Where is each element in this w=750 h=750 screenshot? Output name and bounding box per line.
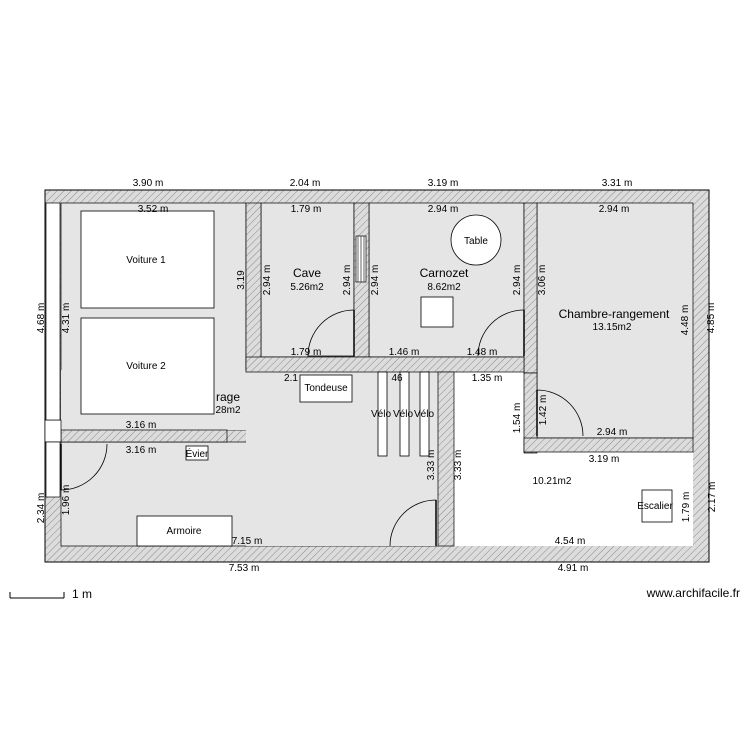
dim-top-inner-3: 2.94 m [428,204,459,215]
dim-right-lower-outer: 2.17 m [707,482,718,513]
dim-cave-left: 2.94 m [262,265,273,296]
chambre-name: Chambre-rangement [559,307,670,321]
dim-top-outer-3: 3.19 m [428,178,459,189]
door-cave [307,309,355,357]
door-carnozet [477,309,525,357]
dim-carnozet-left: 2.94 m [370,265,381,296]
dim-carnozet-bottom-right: 1.48 m [467,347,498,358]
tondeuse-label: Tondeuse [304,383,348,394]
dim-left-outer: 4.68 m [36,303,47,334]
window-left-bottom [45,441,61,498]
hall-area: 10.21m2 [533,476,572,487]
tondeuse [299,374,353,403]
dim-bottom-outer-right: 4.91 m [558,563,589,574]
dim-hall-step: 3.19 m [589,454,620,465]
carnozet-block [420,296,454,328]
voiture-1-label: Voiture 1 [126,255,166,266]
dim-left-lower-inner: 1.96 m [61,485,72,516]
dim-center-wall-a: 3.33 m [426,450,437,481]
dim-top-inner-4: 2.94 m [599,204,630,215]
velo-1-label: Vélo [371,409,391,420]
dim-left-lower-outer: 2.34 m [36,493,47,524]
door-garage-left [60,443,108,491]
wall-garage-cave [245,202,262,371]
furniture: Voiture 1 Voiture 2 Table Tondeuse Vélo … [80,210,673,547]
wall-garage-horizontal [60,429,228,443]
dimension-labels: 3.90 m 2.04 m 3.19 m 3.31 m 3.52 m 1.79 … [36,178,718,574]
dim-left-inner: 4.31 m [61,303,72,334]
dim-under-tondeuse: 46 [391,373,403,384]
velo-3 [419,371,430,457]
dim-garage-right: 3.19 [236,270,247,290]
dim-bottom-outer-left: 7.53 m [229,563,260,574]
hall-floor-upper [454,372,524,546]
voiture-1 [80,210,215,309]
dim-bottom-inner-left: 7.15 m [232,536,263,547]
scale-bar: 1 m [9,587,92,601]
velo-2 [399,371,410,457]
dim-stair-wall-a: 1.54 m [512,403,523,434]
dim-hall-top: 1.35 m [472,373,503,384]
door-chambre [536,389,584,437]
scale-label: 1 m [72,587,92,601]
watermark: www.archifacile.fr [646,586,740,600]
wall-carnozet-chambre [523,202,538,374]
dim-right-lower-inner: 1.79 m [681,492,692,523]
chambre-area: 13.15m2 [593,322,632,333]
dim-chambre-bottom: 2.94 m [597,427,628,438]
dim-stair-wall-b: 1.42 m [538,395,549,426]
wall-left-stub [44,419,62,443]
escalier [641,489,673,523]
dim-cave-right: 2.94 m [342,265,353,296]
dim-bottom-inner-right: 4.54 m [555,536,586,547]
dim-center-wall-b: 3.33 m [453,450,464,481]
window-left-top [45,202,61,421]
wall-under-cave [245,356,525,373]
evier [185,445,209,461]
voiture-2-label: Voiture 2 [126,361,166,372]
garage-area: 28m2 [215,405,240,416]
carnozet-name: Carnozet [420,266,469,280]
dim-top-inner-2: 1.79 m [291,204,322,215]
room-labels: Cave 5.26m2 Carnozet 8.62m2 Chambre-rang… [215,266,670,487]
dim-under-cave: 2.1 [284,373,298,384]
dim-garage-wall-bottom: 3.16 m [126,445,157,456]
armoire [136,515,233,547]
velo-3-label: Vélo [414,409,434,420]
dim-chambre-right: 4.48 m [680,305,691,336]
dim-carnozet-right: 2.94 m [512,265,523,296]
carnozet-floor [368,202,525,358]
cave-area: 5.26m2 [290,282,324,293]
door-center [389,499,437,547]
dim-cave-bottom: 1.79 m [291,347,322,358]
voiture-2 [80,317,215,415]
garage-name: rage [216,390,240,404]
dim-chambre-left: 3.06 m [537,265,548,296]
dim-top-outer-4: 3.31 m [602,178,633,189]
dim-top-inner-1: 3.52 m [138,204,169,215]
dim-garage-wall-top: 3.16 m [126,420,157,431]
velo-1 [377,371,388,457]
table-label: Table [464,236,488,247]
table [450,214,502,266]
wall-center [437,371,455,547]
dim-right-outer-top: 4.85 m [706,303,717,334]
velo-2-label: Vélo [393,409,413,420]
escalier-label: Escalier [637,501,673,512]
carnozet-area: 8.62m2 [427,282,461,293]
wall-chambre-bottom [523,437,694,453]
chambre-floor [536,202,694,439]
dim-top-outer-1: 3.90 m [133,178,164,189]
dim-carnozet-bottom-left: 1.46 m [389,347,420,358]
doors [60,309,584,547]
evier-label: Évier [186,447,209,460]
cave-floor [260,202,355,358]
dim-top-outer-2: 2.04 m [290,178,321,189]
armoire-label: Armoire [166,526,201,537]
cave-name: Cave [293,266,321,280]
